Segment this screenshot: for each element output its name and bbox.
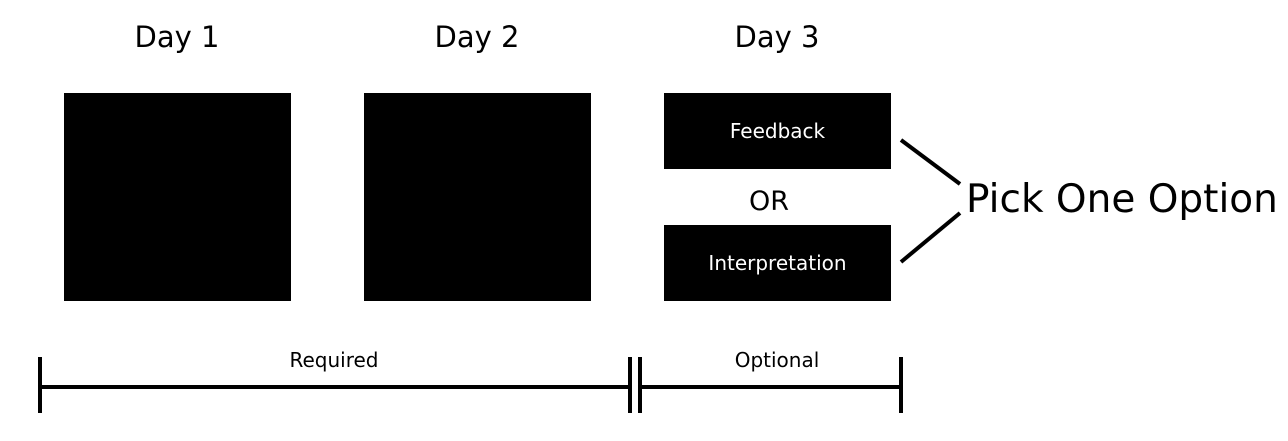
interpretation-option-label: Interpretation bbox=[708, 251, 847, 275]
day-1-block bbox=[64, 93, 291, 301]
feedback-option-box: Feedback bbox=[664, 93, 891, 169]
connector-line-top bbox=[899, 138, 962, 186]
optional-label: Optional bbox=[734, 348, 820, 372]
interpretation-option-box: Interpretation bbox=[664, 225, 891, 301]
day-1-label: Day 1 bbox=[134, 20, 220, 54]
feedback-option-label: Feedback bbox=[729, 119, 826, 143]
day-2-label: Day 2 bbox=[434, 20, 520, 54]
connector-line-bottom bbox=[899, 211, 962, 264]
pick-one-option-label: Pick One Option bbox=[966, 177, 1278, 222]
day-2-block bbox=[364, 93, 591, 301]
day-3-label: Day 3 bbox=[734, 20, 820, 54]
required-label: Required bbox=[289, 348, 379, 372]
or-separator: OR bbox=[748, 186, 789, 217]
